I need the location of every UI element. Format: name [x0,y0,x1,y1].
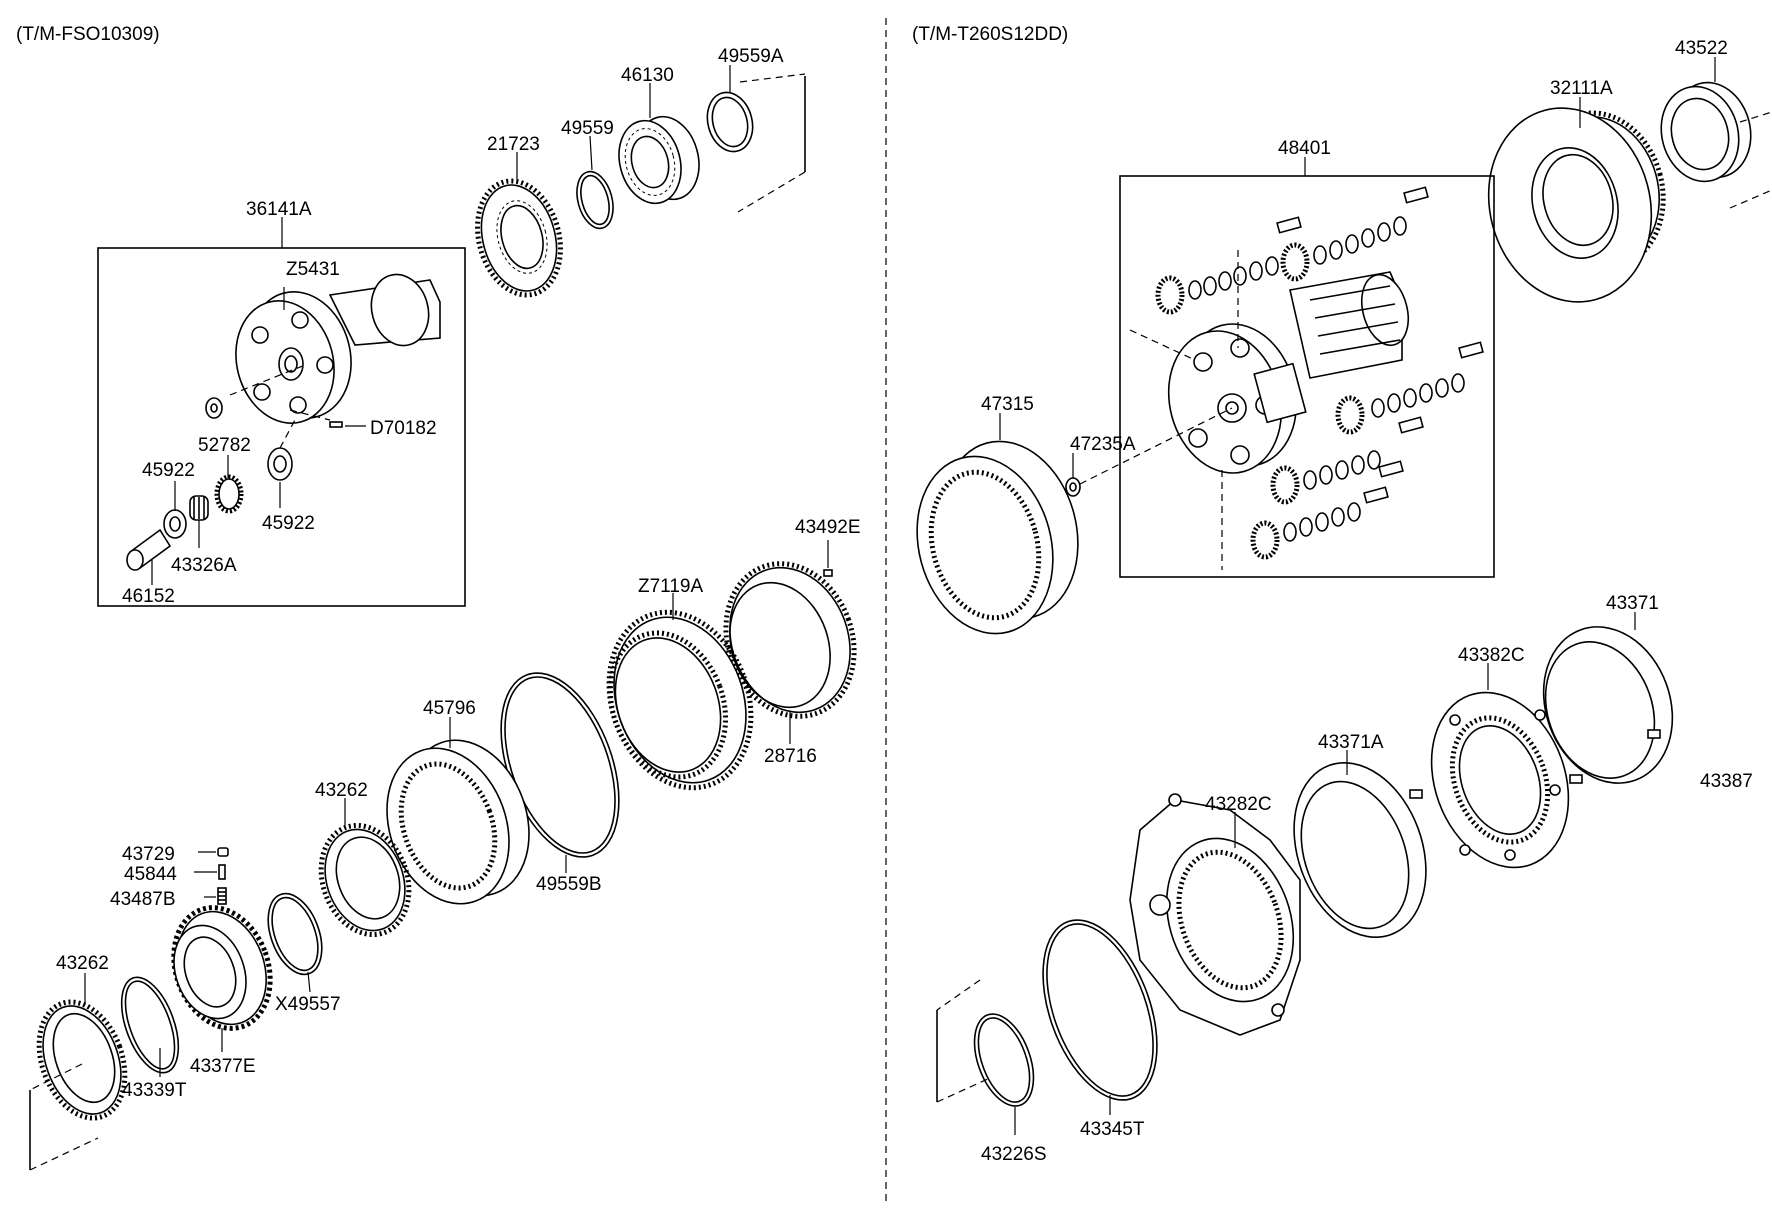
label-Z5431: Z5431 [286,259,340,280]
synchro-ring-43262-mid[interactable] [306,798,423,947]
label-43382C: 43382C [1458,645,1525,666]
snap-ring-43339T[interactable] [110,970,189,1080]
label-45922-left: 45922 [142,460,195,481]
planet-carrier-kit-48401[interactable] [1119,157,1495,578]
internal-ring-gear-47315[interactable] [898,413,1097,649]
label-D70182: D70182 [370,418,437,439]
label-43371A: 43371A [1318,732,1384,753]
label-43226S: 43226S [981,1144,1047,1165]
right-section-title: (T/M-T260S12DD) [912,24,1068,45]
label-52782: 52782 [198,435,251,456]
sleeve-45796[interactable] [366,717,550,921]
planet-carrier-assembly[interactable] [1153,270,1415,486]
bearing-race-43522[interactable] [1651,57,1772,209]
gear-21723[interactable] [465,152,572,304]
label-43282C: 43282C [1205,794,1272,815]
washer-45922-left[interactable] [163,481,187,539]
snap-ring-49559[interactable] [571,135,619,232]
synchro-gear-Z7119A[interactable] [585,592,774,808]
needle-bearing-43326A[interactable] [189,495,209,548]
label-46130: 46130 [621,65,674,86]
planet-carrier-kit-36141A[interactable] [97,217,466,607]
snap-ring-X49557[interactable] [258,886,332,993]
label-43387: 43387 [1700,771,1753,792]
label-21723: 21723 [487,134,540,155]
detent-ball-43729[interactable] [198,847,229,857]
ring-gear-32111A[interactable] [1467,90,1680,321]
label-28716: 28716 [764,746,817,767]
axis-indicator-top-left [737,73,806,213]
housing-plate-43282C[interactable] [1129,793,1315,1036]
detent-spring-43487B[interactable] [204,887,227,905]
flange-gear-43382C[interactable] [1408,663,1592,887]
label-Z7119A: Z7119A [638,576,703,597]
label-47235A: 47235A [1070,434,1136,455]
pin-D70182[interactable] [289,409,366,428]
synchro-ring-43262-bottom[interactable] [24,973,140,1130]
label-48401: 48401 [1278,138,1331,159]
axis-indicator-bottom-left [29,1063,99,1171]
snap-ring-49559A[interactable] [701,65,759,157]
snap-ring-43226S[interactable] [963,1006,1045,1135]
label-45844: 45844 [124,864,177,885]
label-49559A: 49559A [718,46,784,67]
label-43345T: 43345T [1080,1119,1145,1140]
detent-pin-45844[interactable] [194,864,226,880]
synchro-hub-43377E[interactable] [158,894,287,1052]
washer-45922-right[interactable] [267,417,297,508]
bearing-46130[interactable] [610,83,708,210]
retainer-plate-43371A[interactable] [1271,744,1449,956]
needle-roller-rows[interactable] [1129,186,1484,570]
thrust-washer-47235A[interactable] [1065,407,1233,497]
label-47315: 47315 [981,394,1034,415]
label-45922-right: 45922 [262,513,315,534]
label-43262-mid: 43262 [315,780,368,801]
carrier-Z5431[interactable] [223,268,441,434]
label-43262-bottom: 43262 [56,953,109,974]
label-49559: 49559 [561,118,614,139]
left-section-title: (T/M-FSO10309) [16,24,160,45]
label-43522: 43522 [1675,38,1728,59]
label-43339T: 43339T [122,1080,187,1101]
thrust-washer[interactable] [205,397,223,419]
planet-gear-set[interactable] [1155,242,1365,560]
label-43492E: 43492E [795,517,861,538]
label-43487B: 43487B [110,889,176,910]
snap-ring-43345T[interactable] [1021,905,1179,1116]
planet-pin-46152[interactable] [126,528,172,585]
planet-gear-52782[interactable] [214,455,244,514]
retainer-plate-43371[interactable] [1522,609,1693,802]
label-36141A: 36141A [246,199,312,220]
axis-indicator-bottom-right [936,979,991,1103]
label-49559B: 49559B [536,874,602,895]
label-43326A: 43326A [171,555,237,576]
label-43371: 43371 [1606,593,1659,614]
bolt-43492E[interactable] [823,540,833,577]
label-45796: 45796 [423,698,476,719]
label-32111A: 32111A [1550,78,1613,99]
label-43729: 43729 [122,844,175,865]
label-46152: 46152 [122,586,175,607]
label-43377E: 43377E [190,1056,256,1077]
label-X49557: X49557 [275,994,341,1015]
